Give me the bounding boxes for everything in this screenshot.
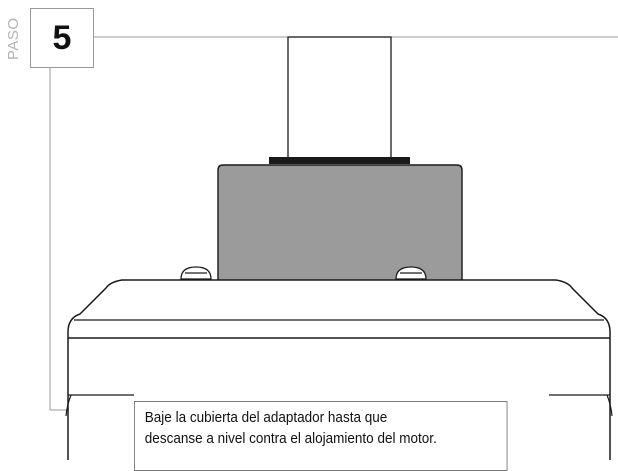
right-screw (395, 266, 427, 280)
adapter-cover (217, 164, 463, 283)
downrod-pipe (287, 36, 392, 164)
step-number-box: 5 (30, 8, 94, 68)
left-screw (180, 266, 212, 280)
instruction-caption: Baje la cubierta del adaptador hasta que… (134, 401, 508, 471)
caption-line-1: Baje la cubierta del adaptador hasta que (144, 409, 388, 426)
caption-line-2: descanse a nivel contra el alojamiento d… (144, 430, 437, 447)
step-number: 5 (52, 19, 72, 57)
pipe-collar (269, 157, 410, 164)
step-word-label: PASO (5, 17, 22, 61)
installation-diagram (49, 36, 618, 460)
